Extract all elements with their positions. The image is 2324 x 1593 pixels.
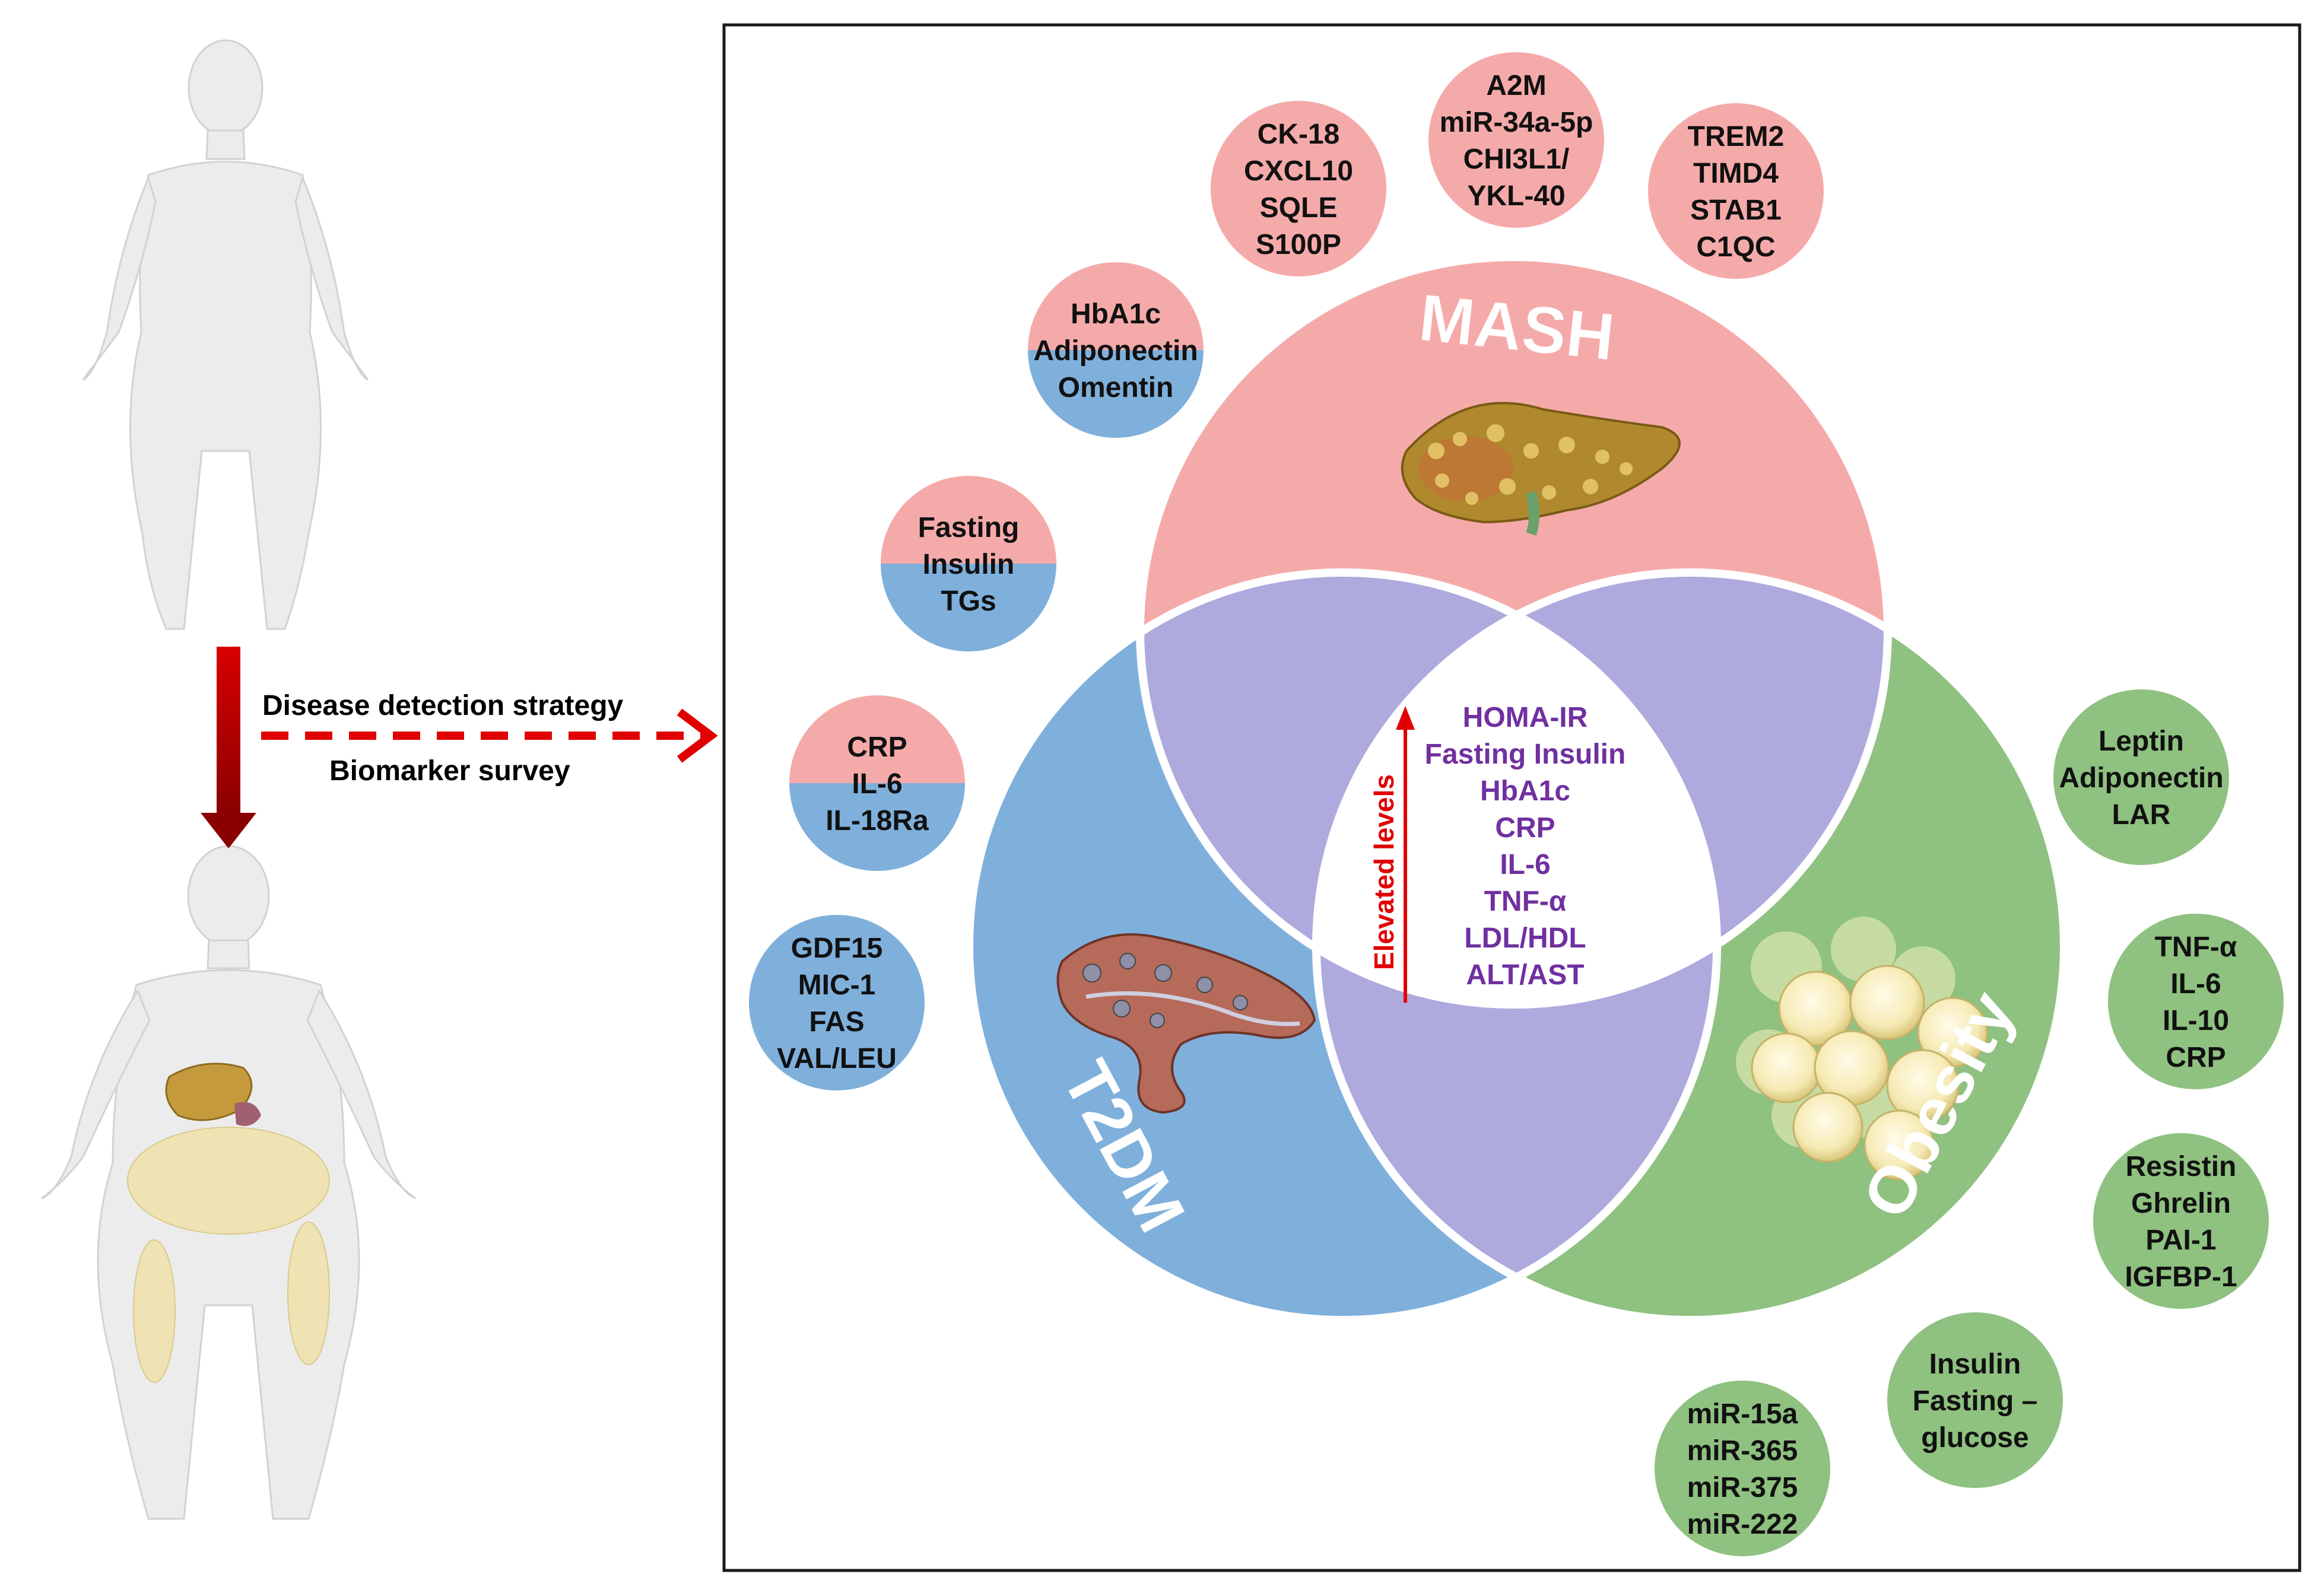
biomarker-label: YKL-40 [1467, 180, 1565, 212]
biomarker-label: miR-365 [1687, 1435, 1798, 1467]
biomarker-label: Resistin [2126, 1151, 2237, 1182]
biomarker-label: Insulin [923, 549, 1015, 580]
center-biomarker: HOMA-IR [1463, 702, 1588, 733]
biomarker-label: miR-15a [1687, 1398, 1798, 1430]
biomarker-label: TIMD4 [1693, 158, 1779, 189]
biomarker-label: TNF-α [2155, 931, 2237, 963]
biomarker-label: SQLE [1260, 192, 1338, 224]
biomarker-label: Fasting [918, 512, 1020, 543]
biomarker-label: FAS [809, 1006, 864, 1038]
biomarker-bubble-mash-t2dm-3: CRP IL-6IL-18Ra [789, 695, 965, 871]
elevated-arrow [1396, 706, 1415, 1003]
center-biomarker: ALT/AST [1466, 959, 1584, 991]
biomarker-label: C1QC [1696, 231, 1775, 263]
biomarker-label: CK-18 [1258, 119, 1340, 150]
biomarker-label: TGs [941, 586, 996, 617]
biomarker-label: A2M [1486, 70, 1546, 101]
liver-illustration [1401, 402, 1681, 536]
venn-center [1316, 573, 1717, 1004]
biomarker-label: LAR [2112, 799, 2171, 831]
biomarker-label: CRP [2166, 1042, 2225, 1073]
biomarker-label: CHI3L1/ [1463, 144, 1570, 175]
center-biomarker: HbA1c [1480, 775, 1570, 807]
biomarker-label: HbA1c [1071, 298, 1161, 330]
biomarker-label: IGFBP-1 [2125, 1261, 2237, 1293]
biomarker-label: GDF15 [791, 933, 883, 964]
center-biomarker: CRP [1495, 812, 1555, 844]
biomarker-label: Adiponectin [1033, 335, 1198, 367]
biomarker-label: Omentin [1058, 372, 1174, 403]
biomarker-label: IL-18Ra [826, 805, 929, 837]
biomarker-label: CXCL10 [1244, 155, 1353, 187]
biomarker-label: Fasting – [1913, 1385, 2038, 1417]
biomarker-label: miR-375 [1687, 1472, 1798, 1503]
center-biomarker: IL-6 [1500, 849, 1550, 880]
biomarker-label: VAL/LEU [777, 1043, 897, 1074]
strategy-top-label: Disease detection strategy [262, 690, 624, 721]
biomarker-label: TREM2 [1688, 121, 1785, 152]
venn-diagram [965, 253, 2068, 1324]
figure-after [41, 845, 416, 1520]
biomarker-label: MIC-1 [798, 969, 876, 1001]
biomarker-label: miR-222 [1687, 1509, 1798, 1540]
pancreas-illustration [1056, 933, 1316, 1114]
down-arrow [201, 647, 256, 848]
biomarker-label: Ghrelin [2131, 1188, 2231, 1219]
biomarker-label: IL-6 [852, 768, 902, 800]
dashed-arrow [261, 708, 718, 763]
biomarker-label: miR-34a-5p [1440, 107, 1593, 138]
center-biomarker: Fasting Insulin [1425, 739, 1626, 770]
biomarker-label: Adiponectin [2059, 762, 2223, 794]
biomarker-label: S100P [1256, 229, 1341, 260]
center-biomarker: TNF-α [1484, 886, 1567, 917]
figure-before [82, 39, 369, 630]
elevated-levels-label: Elevated levels [1369, 774, 1399, 970]
biomarker-label: CRP [847, 732, 907, 763]
diagram-panel [722, 23, 2301, 1572]
biomarker-label: STAB1 [1690, 195, 1782, 226]
biomarker-label: glucose [1921, 1422, 2028, 1454]
adipose-illustration [1736, 917, 1988, 1181]
biomarker-label: Leptin [2098, 726, 2184, 757]
biomarker-label: PAI-1 [2145, 1225, 2216, 1256]
biomarker-bubble-obesity-5: miR-15a miR-365 miR-375 miR-222 [1655, 1381, 1830, 1556]
biomarker-label: IL-10 [2163, 1005, 2229, 1036]
biomarker-label: Insulin [1929, 1349, 2021, 1380]
biomarker-label: IL-6 [2170, 968, 2221, 1000]
center-biomarker: LDL/HDL [1464, 923, 1586, 954]
strategy-bottom-label: Biomarker survey [329, 755, 570, 787]
